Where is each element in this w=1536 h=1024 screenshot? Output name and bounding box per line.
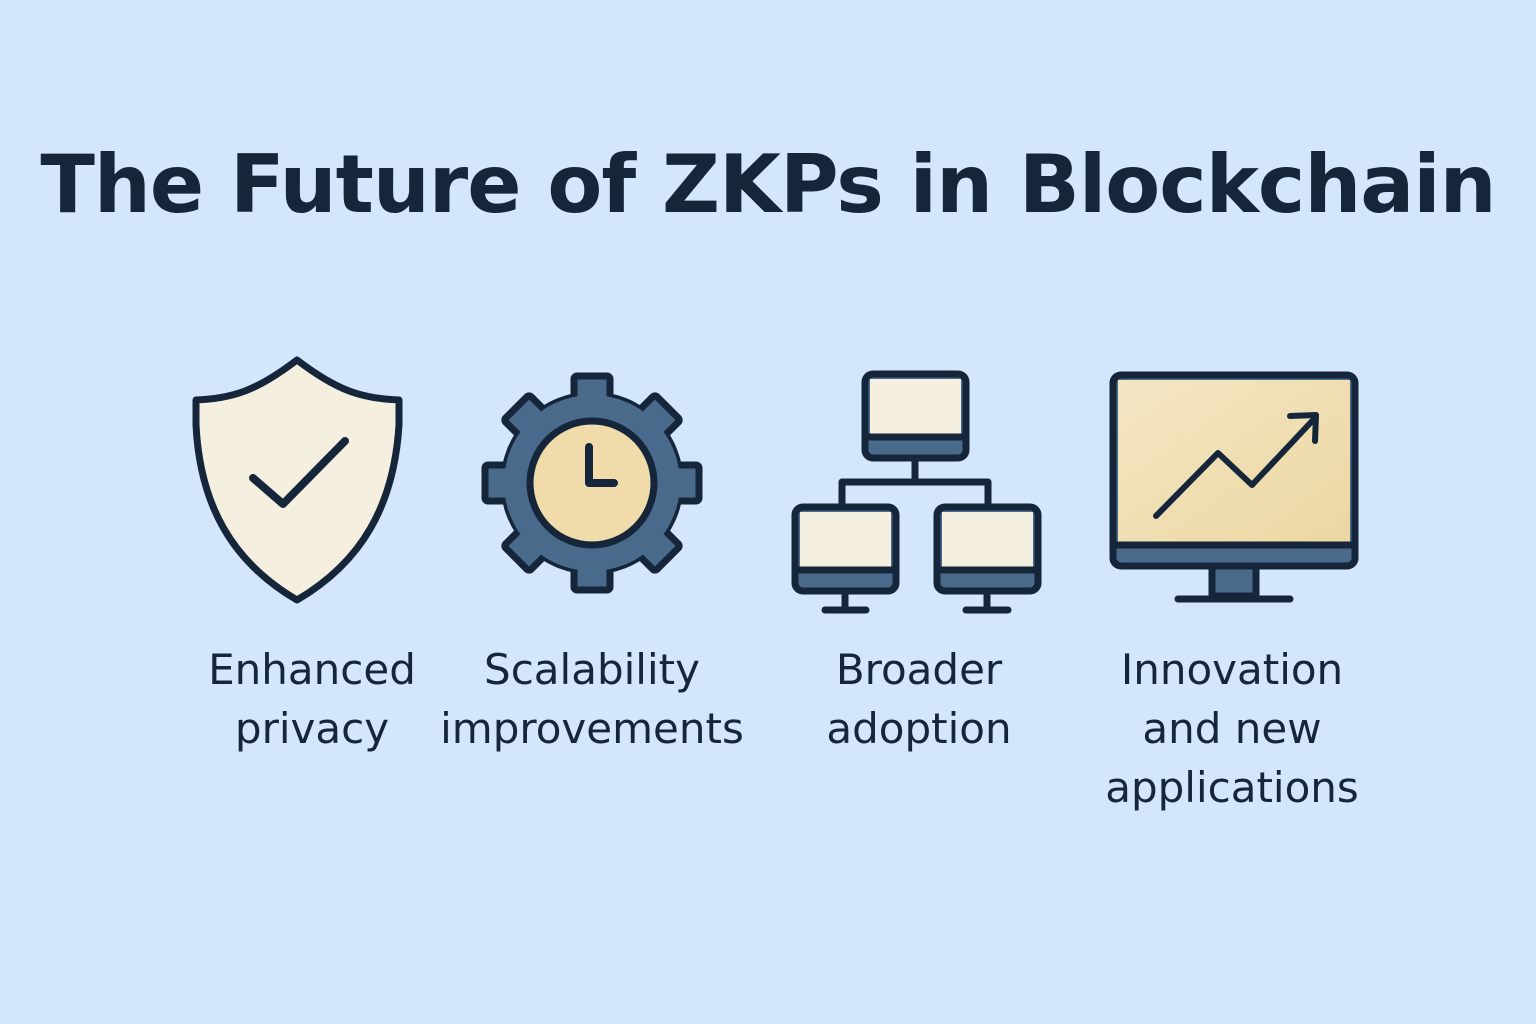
label-broader-adoption: Broader adoption <box>749 640 1089 758</box>
label-line: Scalability <box>484 645 700 694</box>
label-line: adoption <box>826 704 1012 753</box>
gear-clock-icon <box>481 372 703 594</box>
monitor-growth-chart-icon <box>1109 371 1359 603</box>
label-line: Broader <box>835 645 1003 694</box>
page-title: The Future of ZKPs in Blockchain <box>40 138 1496 231</box>
label-line: Enhanced <box>208 645 416 694</box>
label-line: Innovation <box>1120 645 1344 694</box>
label-line: privacy <box>234 704 390 753</box>
label-scalability: Scalability improvements <box>422 640 762 758</box>
label-innovation: Innovation and new applications <box>1062 640 1402 817</box>
shield-check-icon <box>192 356 403 604</box>
label-enhanced-privacy: Enhanced privacy <box>142 640 482 758</box>
network-computers-icon <box>791 370 1042 614</box>
label-line: improvements <box>440 704 744 753</box>
label-line: applications <box>1105 763 1359 812</box>
label-line: and new <box>1142 704 1322 753</box>
